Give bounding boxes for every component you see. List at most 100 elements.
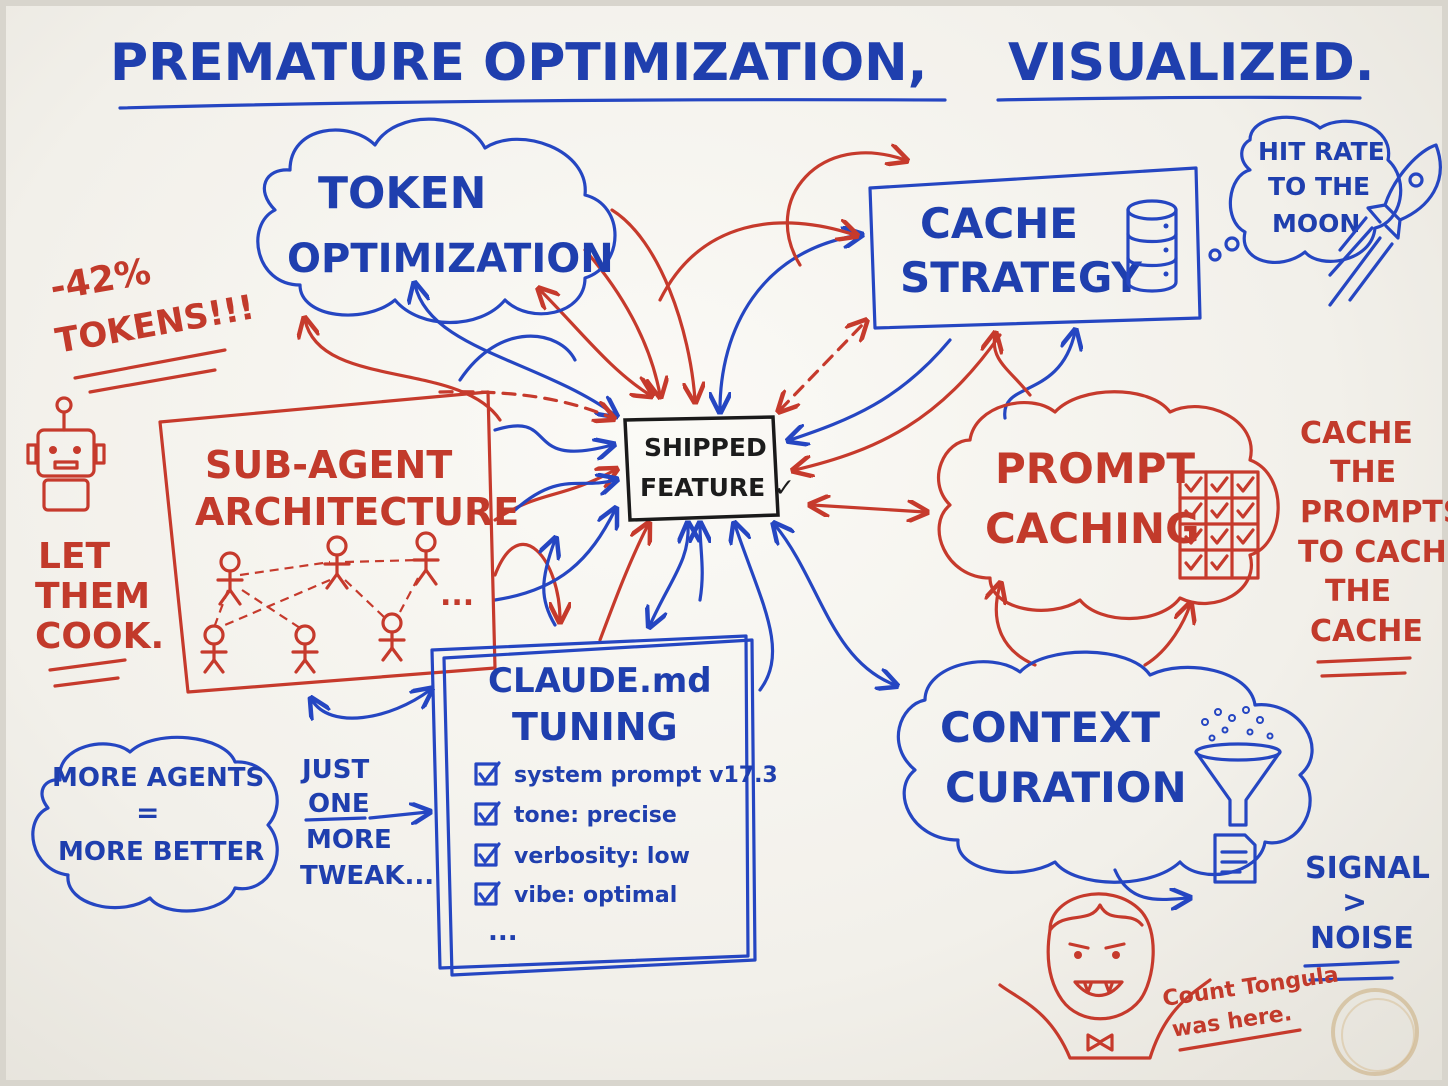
- signal-line2: >: [1342, 885, 1367, 920]
- prompt-line1: PROMPT: [995, 444, 1195, 493]
- shipped-box-outline: [623, 415, 780, 522]
- arrow-cache-loop-red: [785, 153, 905, 267]
- prompt-line2: CACHING: [985, 504, 1200, 553]
- context-line2: CURATION: [945, 763, 1187, 812]
- context-curation-cloud[interactable]: CONTEXT CURATION: [896, 650, 1314, 884]
- arrow-subagent-center-blue-1: [493, 424, 612, 451]
- arrow-claude-center-blue-3: [735, 525, 775, 692]
- cache-note-underline-2: [1320, 671, 1407, 678]
- arrow-subagent-curl: [544, 540, 555, 627]
- cache-line2: STRATEGY: [900, 253, 1142, 302]
- vampire-doodle-icon: [998, 892, 1212, 1060]
- claude-box-outline-back: [442, 638, 757, 977]
- agents-line3: MORE BETTER: [58, 837, 264, 867]
- token-cloud-outline: [256, 117, 617, 325]
- arrow-center-cache-dashed: [780, 322, 865, 410]
- context-cloud-outline: [896, 650, 1314, 884]
- arrow-context-signal: [1113, 868, 1188, 899]
- cook-underline-2: [53, 676, 120, 688]
- tokens-note-underline-2: [88, 368, 217, 394]
- more-agents-cloud[interactable]: MORE AGENTS = MORE BETTER: [31, 735, 279, 913]
- arrow-prompt-cache-red: [994, 335, 1032, 397]
- signal-underline-1: [1303, 960, 1400, 968]
- arrow-token-center-blue: [415, 285, 615, 415]
- arrow-token-cache-red: [658, 223, 855, 302]
- arrow-context-prompt-red-1: [996, 585, 1037, 667]
- token-cloud-line1: TOKEN: [318, 168, 486, 219]
- cache-strategy-box[interactable]: CACHE STRATEGY: [868, 166, 1202, 330]
- arrow-token-center-red: [610, 208, 695, 400]
- claude-ellipsis: ...: [488, 917, 518, 947]
- shipped-feature-box[interactable]: SHIPPED FEATURE ✓: [623, 415, 795, 522]
- center-line1: SHIPPED: [644, 433, 767, 462]
- agent-network: ...: [200, 531, 474, 674]
- cache-note-line5: THE: [1325, 574, 1391, 609]
- title: PREMATURE OPTIMIZATION, VISUALIZED.: [110, 33, 1375, 110]
- prompt-cloud-outline: [937, 390, 1280, 621]
- cache-the-prompts-note: CACHE THE PROMPTS TO CACHE THE CACHE: [1298, 416, 1448, 678]
- moon-line2: TO THE: [1268, 172, 1370, 201]
- subagent-line1: SUB-AGENT: [205, 443, 452, 487]
- tweak-line3: MORE: [306, 825, 392, 855]
- prompt-caching-cloud[interactable]: PROMPT CACHING: [937, 390, 1280, 621]
- connector-arrows: [305, 153, 1190, 900]
- moon-line3: MOON: [1272, 209, 1360, 238]
- arrow-center-prompt: [812, 505, 925, 512]
- arrow-claude-center-red: [598, 525, 648, 642]
- let-them-cook-note: LET THEM COOK.: [35, 536, 164, 688]
- signal-line3: NOISE: [1310, 921, 1414, 956]
- signal-line1: SIGNAL: [1305, 851, 1430, 886]
- claude-box-outline: [430, 634, 750, 970]
- tweak-underline: [304, 816, 367, 822]
- checklist-item-1: system prompt v17.3: [474, 761, 778, 788]
- signature-note: Count Tongula was here.: [1161, 962, 1340, 1052]
- claude-line2: TUNING: [512, 705, 678, 749]
- rocket-icon: [1328, 143, 1442, 307]
- subagent-line2: ARCHITECTURE: [195, 490, 519, 534]
- signal-noise-note: SIGNAL > NOISE: [1303, 851, 1430, 982]
- claude-checklist: system prompt v17.3 tone: precise verbos…: [474, 761, 778, 947]
- tokens-note-underline-1: [73, 348, 227, 380]
- checklist-item-1-text: system prompt v17.3: [514, 763, 778, 788]
- token-cloud-line2: OPTIMIZATION: [287, 236, 614, 282]
- arrow-center-cache-blue: [720, 235, 860, 410]
- moon-line1: HIT RATE: [1258, 137, 1385, 166]
- tweak-line1: JUST: [300, 755, 370, 785]
- arrow-subagent-center-dashed: [438, 390, 612, 418]
- token-optimization-cloud[interactable]: TOKEN OPTIMIZATION: [256, 117, 617, 325]
- cache-line1: CACHE: [920, 199, 1078, 248]
- arrow-subagent-claude-blue: [312, 690, 430, 718]
- arrow-blue-loop: [458, 334, 577, 382]
- checklist-item-2: tone: precise: [474, 801, 677, 828]
- signal-underline-2: [1308, 976, 1394, 982]
- checklist-item-3-text: verbosity: low: [514, 844, 690, 869]
- database-icon: [1126, 199, 1178, 293]
- cache-note-line6: CACHE: [1310, 614, 1423, 649]
- hit-rate-thought-cloud: HIT RATE TO THE MOON: [1208, 115, 1403, 264]
- checklist-item-4-text: vibe: optimal: [514, 883, 677, 908]
- cook-line1: LET: [38, 536, 111, 577]
- arrow-prompt-cache-blue: [1003, 332, 1075, 420]
- robot-icon: [26, 396, 106, 512]
- tweak-line2: ONE: [308, 789, 370, 819]
- arrow-token-subagent: [305, 320, 502, 422]
- subagent-ellipsis: ...: [440, 578, 474, 613]
- sub-agent-architecture-box[interactable]: SUB-AGENT ARCHITECTURE ...: [158, 390, 519, 694]
- arrow-claude-center-blue: [650, 525, 688, 625]
- context-line1: CONTEXT: [940, 703, 1160, 752]
- checklist-item-2-text: tone: precise: [514, 803, 677, 828]
- arrow-context-prompt-red-2: [1143, 605, 1190, 667]
- cache-note-line2: THE: [1330, 455, 1396, 490]
- title-part1: PREMATURE OPTIMIZATION,: [110, 33, 927, 93]
- cache-box-outline: [868, 166, 1202, 330]
- claude-md-tuning-box[interactable]: CLAUDE.md TUNING system prompt v17.3 ton…: [430, 634, 778, 977]
- agents-line2: =: [136, 796, 159, 829]
- claude-line1: CLAUDE.md: [488, 661, 712, 701]
- tweak-line4: TWEAK...: [300, 861, 434, 891]
- agents-line1: MORE AGENTS: [52, 763, 264, 793]
- tokens-note: -42% TOKENS!!!: [47, 251, 258, 394]
- arrow-subagent-center-blue-3: [493, 510, 615, 602]
- tokens-note-line1: -42%: [47, 251, 154, 309]
